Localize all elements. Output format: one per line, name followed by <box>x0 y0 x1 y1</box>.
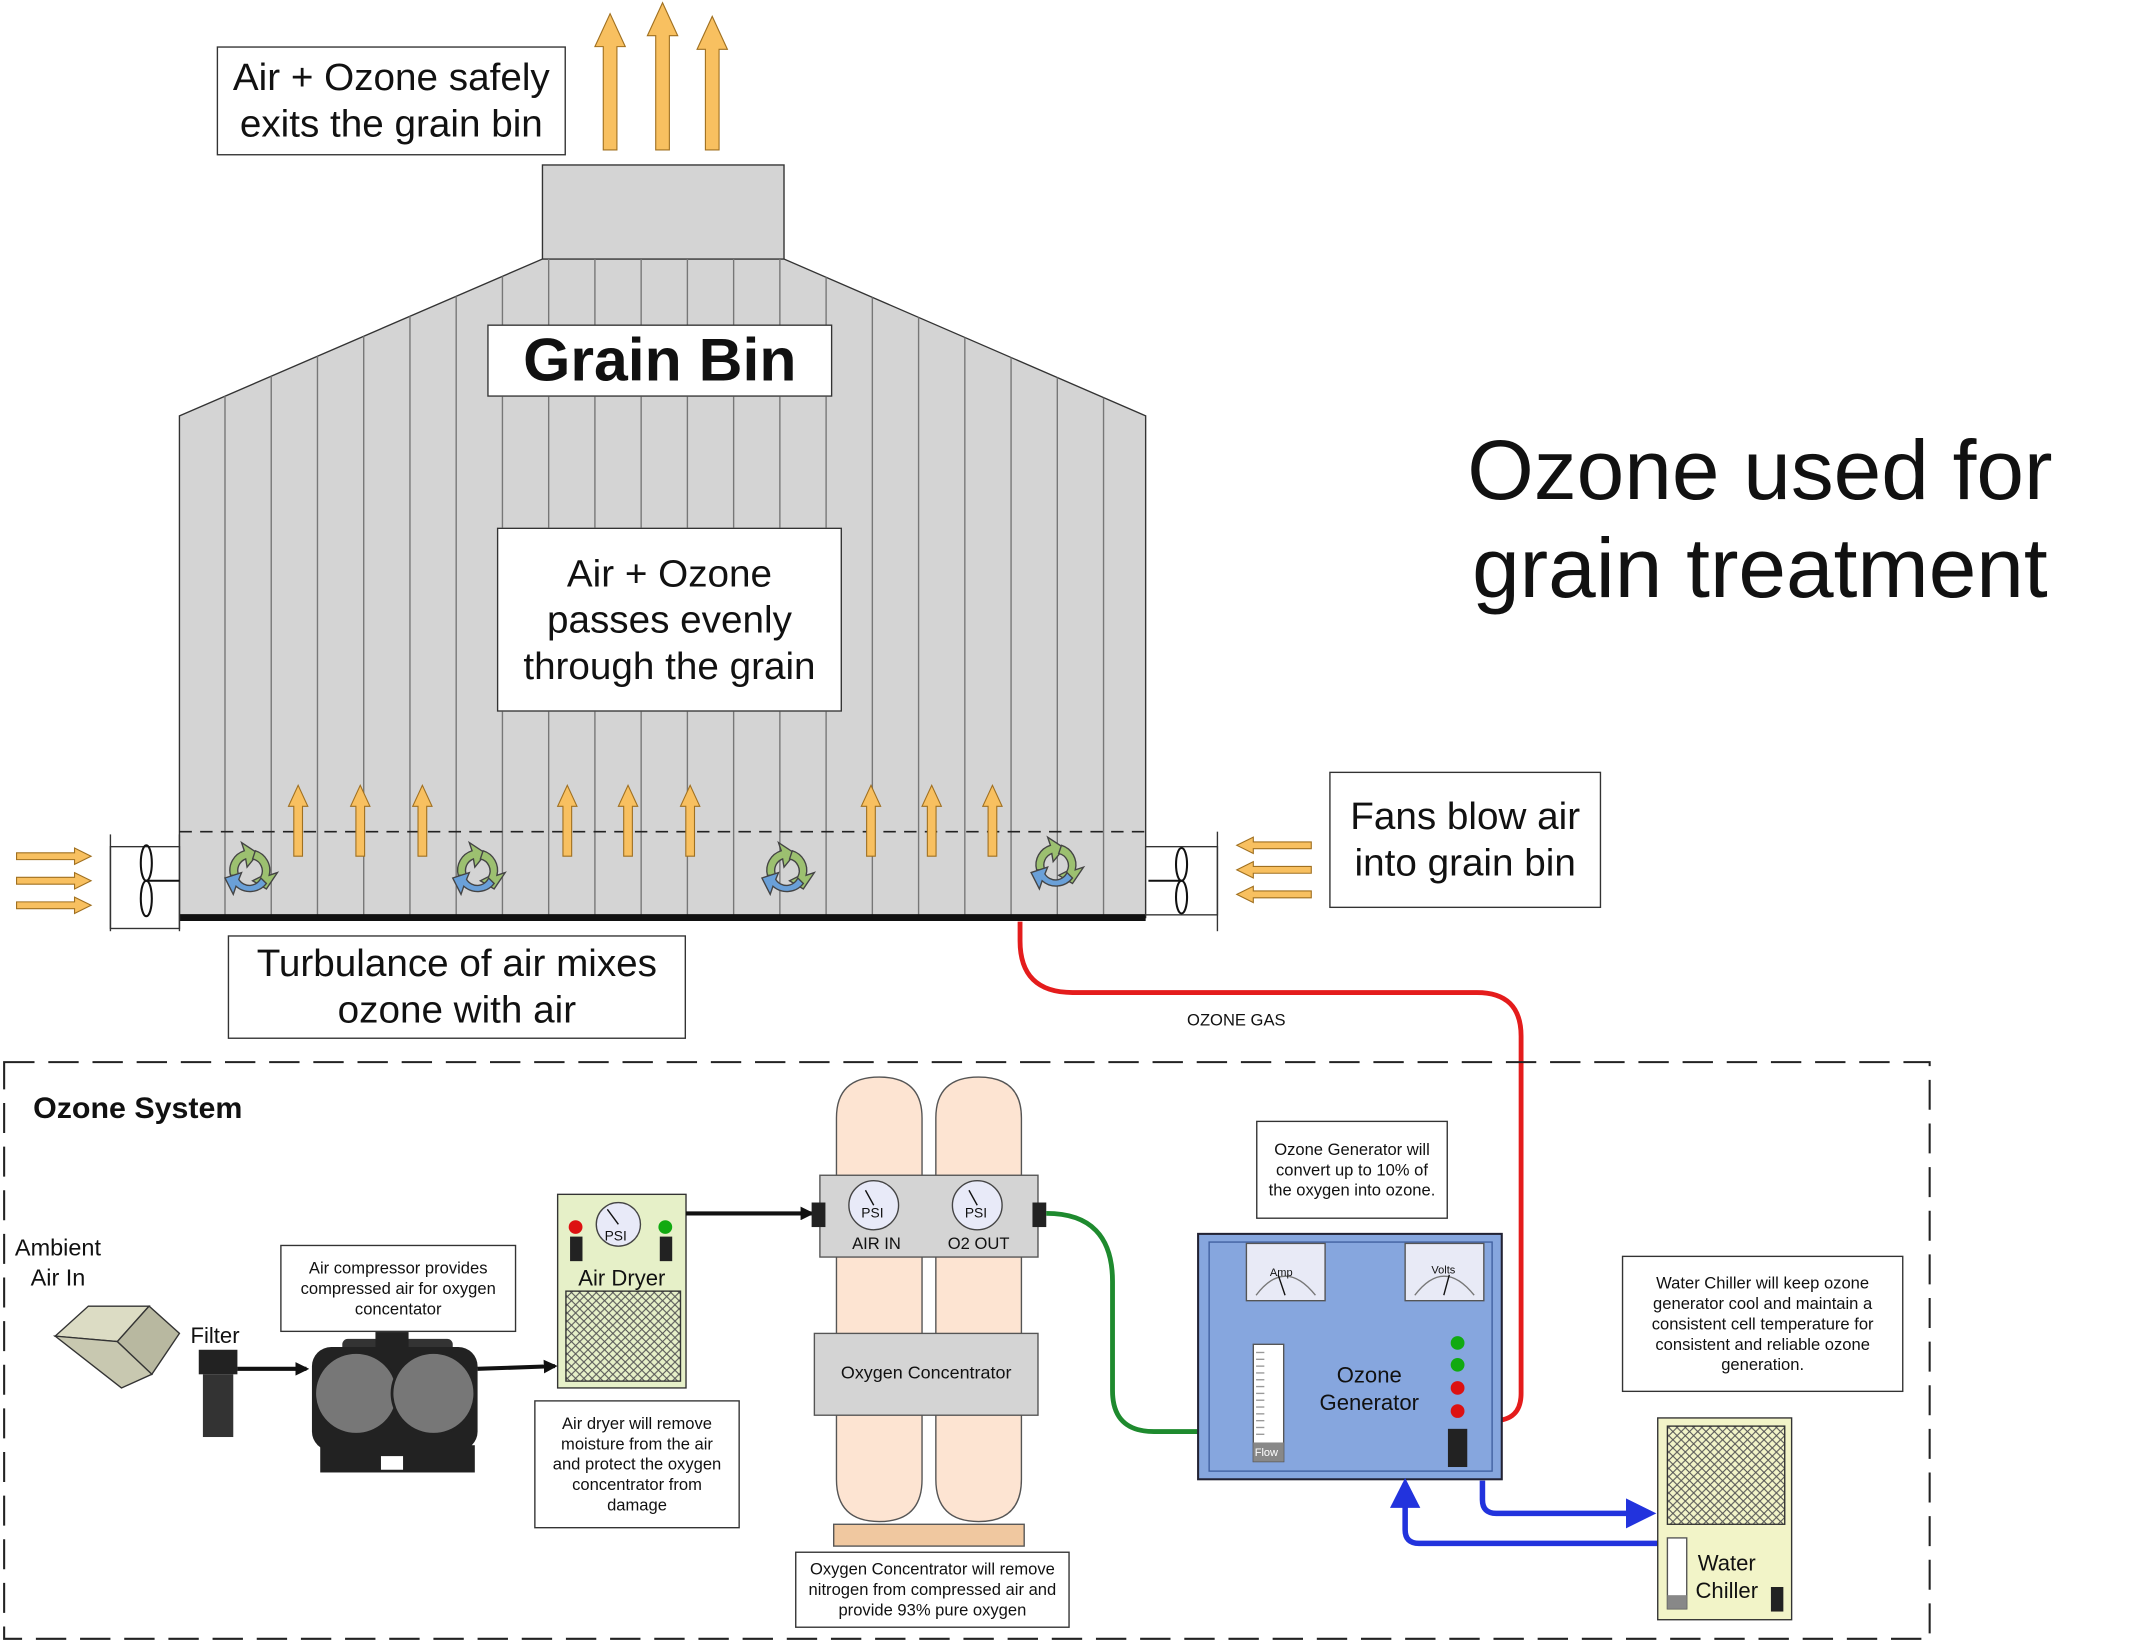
air-flow-arrow <box>287 784 309 857</box>
flow-label: Flow <box>1254 1446 1279 1459</box>
rising-air-arrows <box>287 784 1003 857</box>
air-flow-arrow <box>1235 885 1312 904</box>
air-flow-arrow <box>411 784 433 857</box>
ozone-generator-label: Ozone Generator <box>1319 1364 1419 1416</box>
bin-vent-cap <box>541 164 785 262</box>
air-flow-arrow <box>556 784 578 857</box>
psi-label: PSI <box>604 1229 627 1245</box>
air-flow-arrow <box>679 784 701 857</box>
air-flow-arrow <box>16 847 93 866</box>
filter-icon <box>198 1349 238 1438</box>
power-switch <box>1770 1586 1784 1612</box>
green-indicator-light <box>658 1220 673 1234</box>
fan-icon <box>1148 847 1189 915</box>
recycle-icon <box>224 840 280 897</box>
green-indicator-light <box>1450 1357 1465 1372</box>
air-dryer-label: Air Dryer <box>578 1267 666 1292</box>
air-flow-arrow <box>16 871 93 890</box>
air-flow-arrow <box>594 12 627 151</box>
o2-out-label: O2 OUT <box>947 1233 1010 1253</box>
recycle-icon <box>451 840 507 897</box>
power-switch <box>1447 1428 1468 1468</box>
fans-note: Fans blow air into grain bin <box>1329 771 1602 909</box>
recycle-icon <box>1030 835 1086 891</box>
dryer-note: Air dryer will remove moisture from the … <box>534 1400 740 1529</box>
air-in-label: AIR IN <box>852 1233 901 1253</box>
water-supply-line <box>1479 1480 1657 1529</box>
air-flow-arrow <box>349 784 371 857</box>
volts-label: Volts <box>1431 1263 1456 1277</box>
air-dryer <box>556 1193 687 1389</box>
generator-note: Ozone Generator will convert up to 10% o… <box>1256 1120 1448 1219</box>
pass-note: Air + Ozone passes evenly through the gr… <box>496 527 842 712</box>
recycle-icon <box>760 840 817 897</box>
air-flow-arrow <box>1235 860 1312 879</box>
filter-label: Filter <box>190 1325 240 1349</box>
red-indicator-light <box>1450 1404 1465 1418</box>
air-intake-icon <box>52 1305 181 1389</box>
green-indicator-light <box>1450 1336 1465 1350</box>
ozone-gas-line <box>1017 921 1524 1424</box>
ozone-generator <box>1197 1232 1503 1481</box>
water-return-line <box>1389 1477 1660 1547</box>
air-flow-arrow <box>921 784 943 857</box>
red-indicator-light <box>568 1220 583 1234</box>
air-flow-arrow <box>16 896 93 915</box>
air-compressor <box>311 1327 478 1473</box>
psi-label: PSI <box>861 1206 884 1222</box>
air-flow-arrow <box>981 784 1003 857</box>
air-flow-arrow <box>696 15 729 151</box>
psi-label: PSI <box>964 1206 988 1222</box>
concentrator-note: Oxygen Concentrator will remove nitrogen… <box>795 1551 1070 1628</box>
compressor-note: Air compressor provides compressed air f… <box>280 1244 517 1333</box>
chiller-note: Water Chiller will keep ozone generator … <box>1621 1255 1904 1393</box>
oxygen-line <box>1046 1211 1199 1434</box>
red-indicator-light <box>1450 1381 1465 1395</box>
grain-bin-label: Grain Bin <box>487 324 833 397</box>
turbulence-note: Turbulance of air mixes ozone with air <box>227 935 687 1039</box>
concentrator-label: Oxygen Concentrator <box>840 1362 1012 1383</box>
air-flow-arrow <box>646 1 679 151</box>
exit-arrows <box>594 1 729 151</box>
water-chiller-label: Water Chiller <box>1695 1552 1759 1604</box>
page-title: Ozone used for grain treatment <box>1467 424 2053 617</box>
water-chiller <box>1657 1417 1793 1621</box>
exit-note: Air + Ozone safely exits the grain bin <box>216 46 566 156</box>
oxygen-concentrator <box>811 1076 1047 1547</box>
amp-label: Amp <box>1269 1266 1293 1279</box>
air-flow-arrow <box>1235 836 1312 855</box>
ozone-system-label: Ozone System <box>33 1090 243 1125</box>
ozone-system-border <box>3 1061 1931 1640</box>
flow-meter <box>1252 1343 1285 1463</box>
ambient-air-label: Ambient Air In <box>14 1235 102 1292</box>
air-flow-arrow <box>860 784 882 857</box>
air-flow-arrow <box>617 784 639 857</box>
inlet-air-arrows <box>16 836 1312 915</box>
fan-icon <box>139 844 180 918</box>
compressor-to-dryer <box>477 1359 558 1374</box>
ozone-gas-label: OZONE GAS <box>1187 1010 1286 1030</box>
